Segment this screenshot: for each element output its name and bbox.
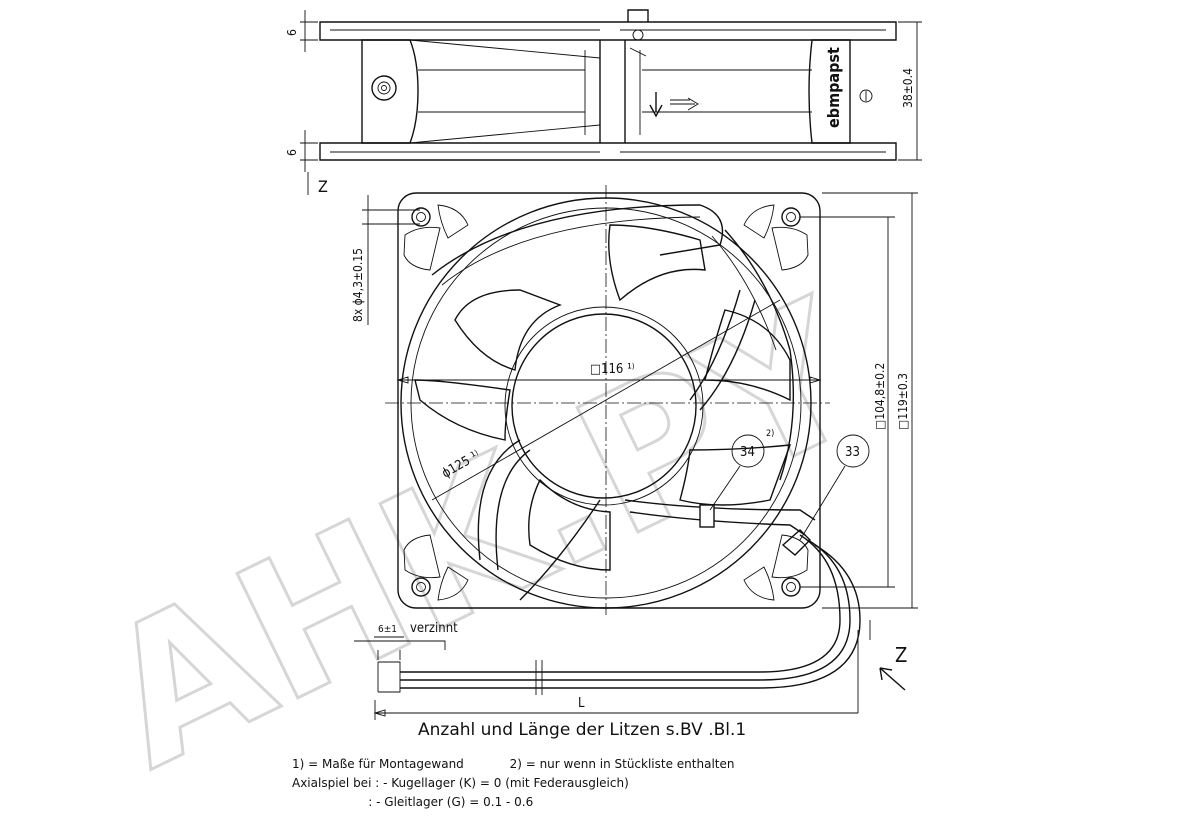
dim-height: 38±0.4 [901,68,915,108]
view-arrow-icon [879,667,906,691]
caption: Anzahl und Länge der Litzen s.BV .Bl.1 [418,720,747,740]
fan-blades [414,224,792,571]
dim-holes: 8x ϕ4,3±0.15 [351,248,365,322]
balloon-34 [731,434,765,468]
airflow-down-arrow-icon [649,92,663,118]
dim-inner-square: □116 ¹⁾ [590,362,635,377]
dim-outer-square: □119±0.3 [896,373,910,430]
note-line-1: 1) = Maße für Montagewand 2) = nur wenn … [292,757,735,771]
side-eyelet [371,75,397,101]
strip-note: verzinnt [410,621,458,636]
view-marker-z: Z [318,177,328,196]
fan-hub [511,313,697,499]
dim-hole-pitch: □104,8±0.2 [873,363,887,430]
cable-leads: 6±1 verzinnt L Z [354,534,907,720]
dim-top-6: 6 [285,29,299,36]
rotation-arrow-icon [670,97,699,111]
brand-logo: ebmpapst [824,47,843,128]
front-view: 8x ϕ4,3±0.15 □116 ¹⁾ ϕ125 ¹⁾ □104,8±0.2 … [351,185,918,615]
venturi-outer [400,197,812,609]
side-view: ebmpapst 6 6 38±0.4 Z [285,9,922,196]
balloon-34-note: 2) [766,429,774,439]
dim-strip: 6±1 [378,624,397,635]
note-line-2: Axialspiel bei : - Kugellager (K) = 0 (m… [292,776,629,790]
balloon-33-label: 33 [845,445,860,460]
note-line-3: : - Gleitlager (G) = 0.1 - 0.6 [292,795,534,809]
view-arrow-z: Z [895,643,907,667]
dim-bottom-6: 6 [285,149,299,156]
balloon-33 [836,434,870,468]
balloon-34-label: 34 [740,445,755,460]
dim-length: L [578,696,585,711]
